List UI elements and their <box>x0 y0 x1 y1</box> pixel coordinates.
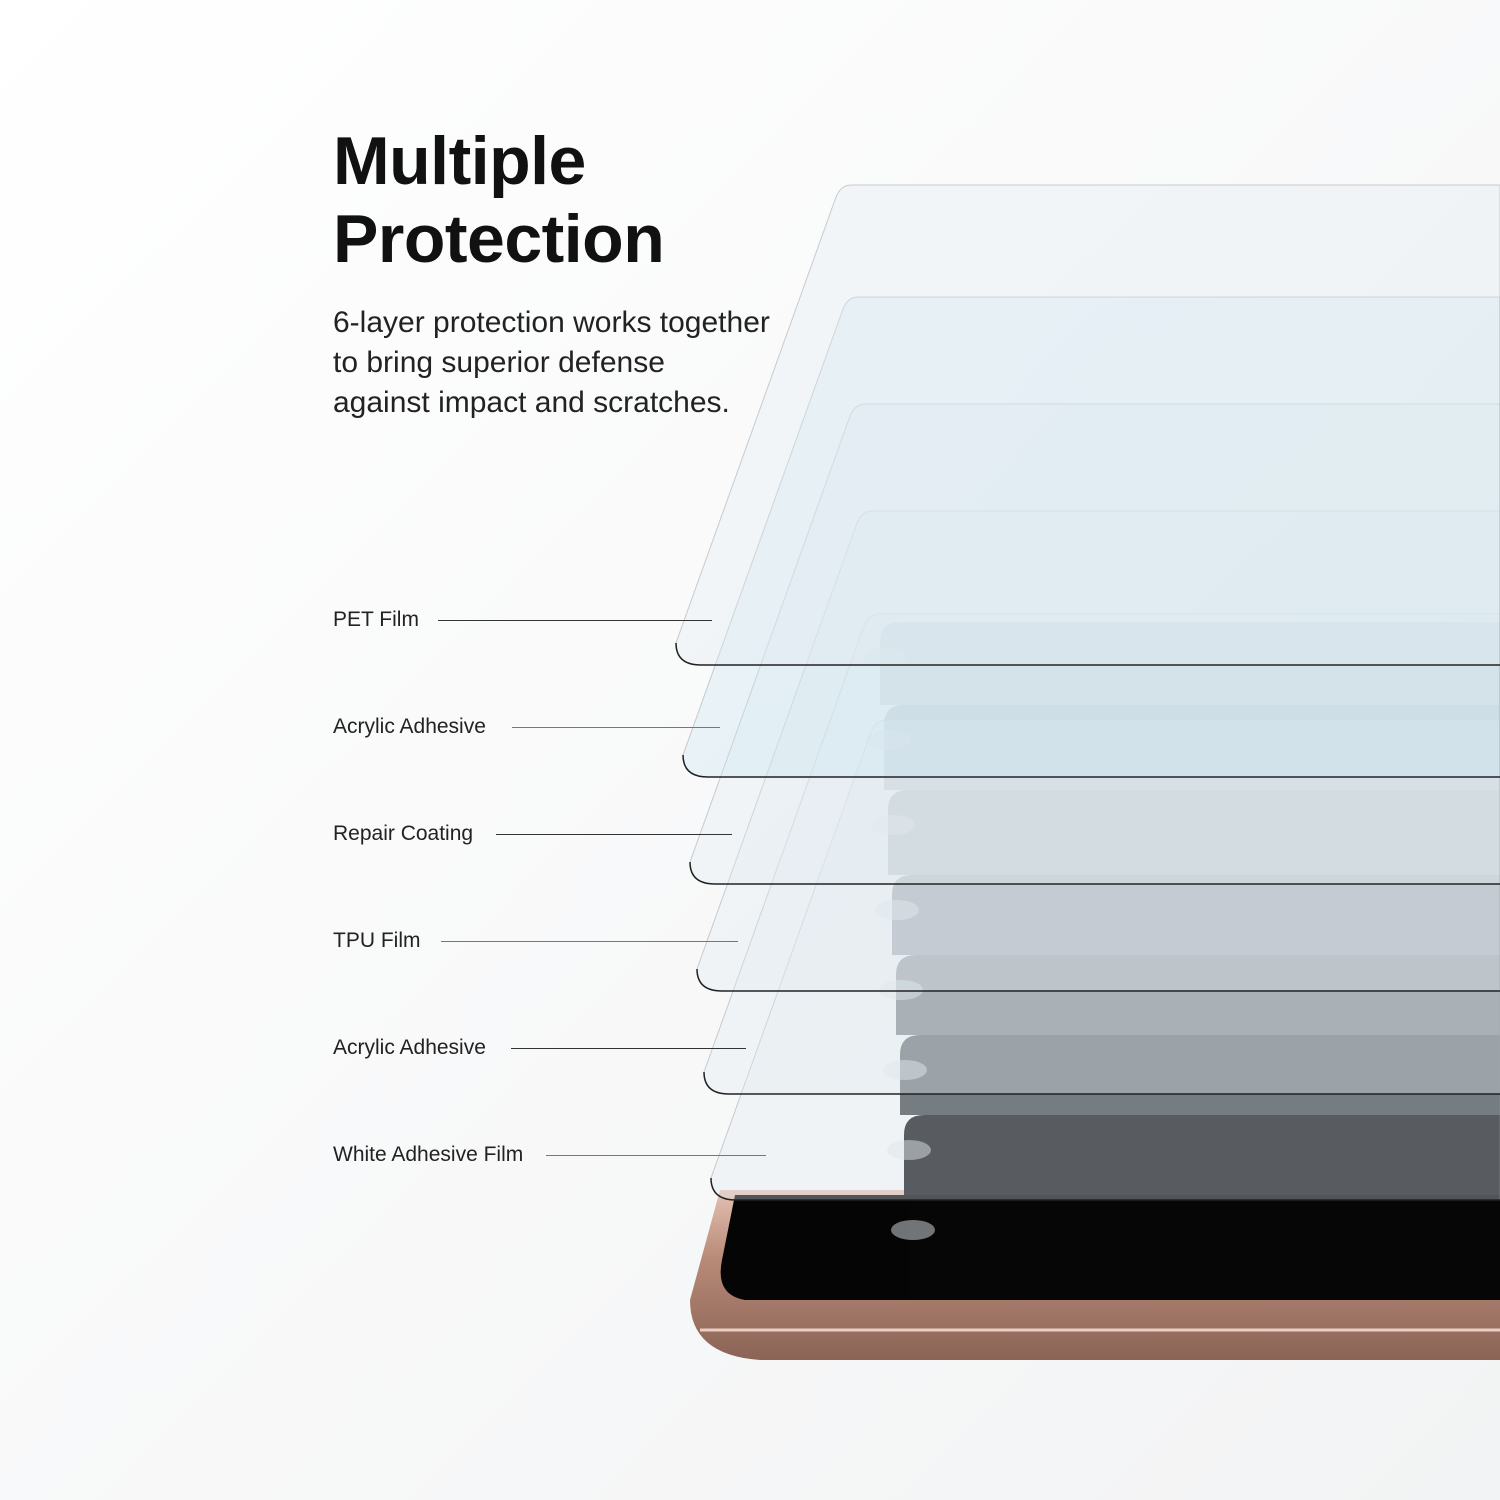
film-edge <box>689 861 1500 885</box>
layer-label: White Adhesive Film <box>333 1143 524 1166</box>
screen-layer <box>896 955 1500 1035</box>
film-edge <box>675 642 1500 666</box>
layer-label: TPU Film <box>333 929 421 952</box>
description-line-1: 6-layer protection works together <box>333 306 770 339</box>
leader-line <box>496 834 732 835</box>
screen-layer <box>892 875 1500 955</box>
screen-layer <box>900 1035 1500 1115</box>
title-line-2: Protection <box>333 201 665 277</box>
leader-line <box>441 941 738 942</box>
leader-line <box>511 1048 746 1049</box>
screen-layer <box>904 1115 1500 1195</box>
screen-layer <box>884 705 1500 790</box>
description-line-3: against impact and scratches. <box>333 386 730 419</box>
tab-notch <box>871 815 915 835</box>
film-edge <box>710 1177 1500 1201</box>
screen-layer <box>888 790 1500 875</box>
screen-layer <box>908 1195 1500 1300</box>
tab-notch <box>883 1060 927 1080</box>
layer-label: Acrylic Adhesive <box>333 1036 486 1059</box>
leader-line <box>512 727 720 728</box>
film-edge <box>696 968 1500 992</box>
layer-label: PET Film <box>333 608 419 631</box>
screen-layer <box>880 622 1500 705</box>
leader-line <box>438 620 712 621</box>
tab-notch <box>875 900 919 920</box>
film-edge <box>703 1071 1500 1095</box>
layer-label: Repair Coating <box>333 822 474 845</box>
description: 6-layer protection works together to brin… <box>333 303 853 423</box>
title-line-1: Multiple <box>333 123 586 199</box>
film-edge <box>682 754 1500 778</box>
layer-label: Acrylic Adhesive <box>333 715 486 738</box>
tab-notch <box>891 1220 935 1240</box>
tab-notch <box>879 980 923 1000</box>
leader-line <box>546 1155 766 1156</box>
tab-notch <box>887 1140 931 1160</box>
description-line-2: to bring superior defense <box>333 346 665 379</box>
tab-notch <box>863 647 907 667</box>
tab-notch <box>867 730 911 750</box>
